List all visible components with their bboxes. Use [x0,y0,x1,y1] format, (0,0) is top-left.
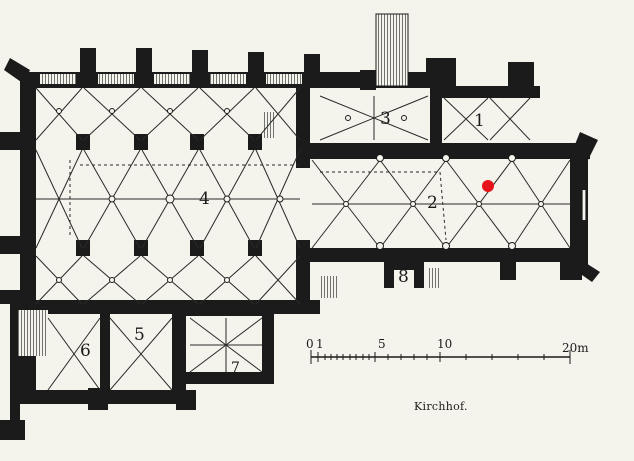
room-label-6: 6 [80,341,91,361]
scale-label-10: 10 [437,337,452,351]
stairs [18,13,586,356]
room-label-5: 5 [134,325,145,345]
scale-labels: 0 1 5 10 20m [306,337,589,355]
scale-label-20m: 20m [562,341,589,355]
room-label-8: 8 [398,267,409,287]
caption-kirchhof: Kirchhof. [414,400,468,413]
room-labels: 1 2 3 4 5 6 7 8 [80,109,485,376]
room-label-4: 4 [199,189,210,209]
location-marker[interactable] [482,180,494,192]
room-label-7: 7 [231,360,240,376]
keystones [56,108,544,283]
scale-label-0: 0 [306,337,314,351]
scale-label-5: 5 [378,337,386,351]
room-label-3: 3 [380,109,391,129]
outer-walls [0,48,600,440]
room-label-2: 2 [427,193,438,213]
room-label-1: 1 [474,111,485,131]
scale-bar [310,350,571,364]
scale-label-1: 1 [316,337,324,351]
